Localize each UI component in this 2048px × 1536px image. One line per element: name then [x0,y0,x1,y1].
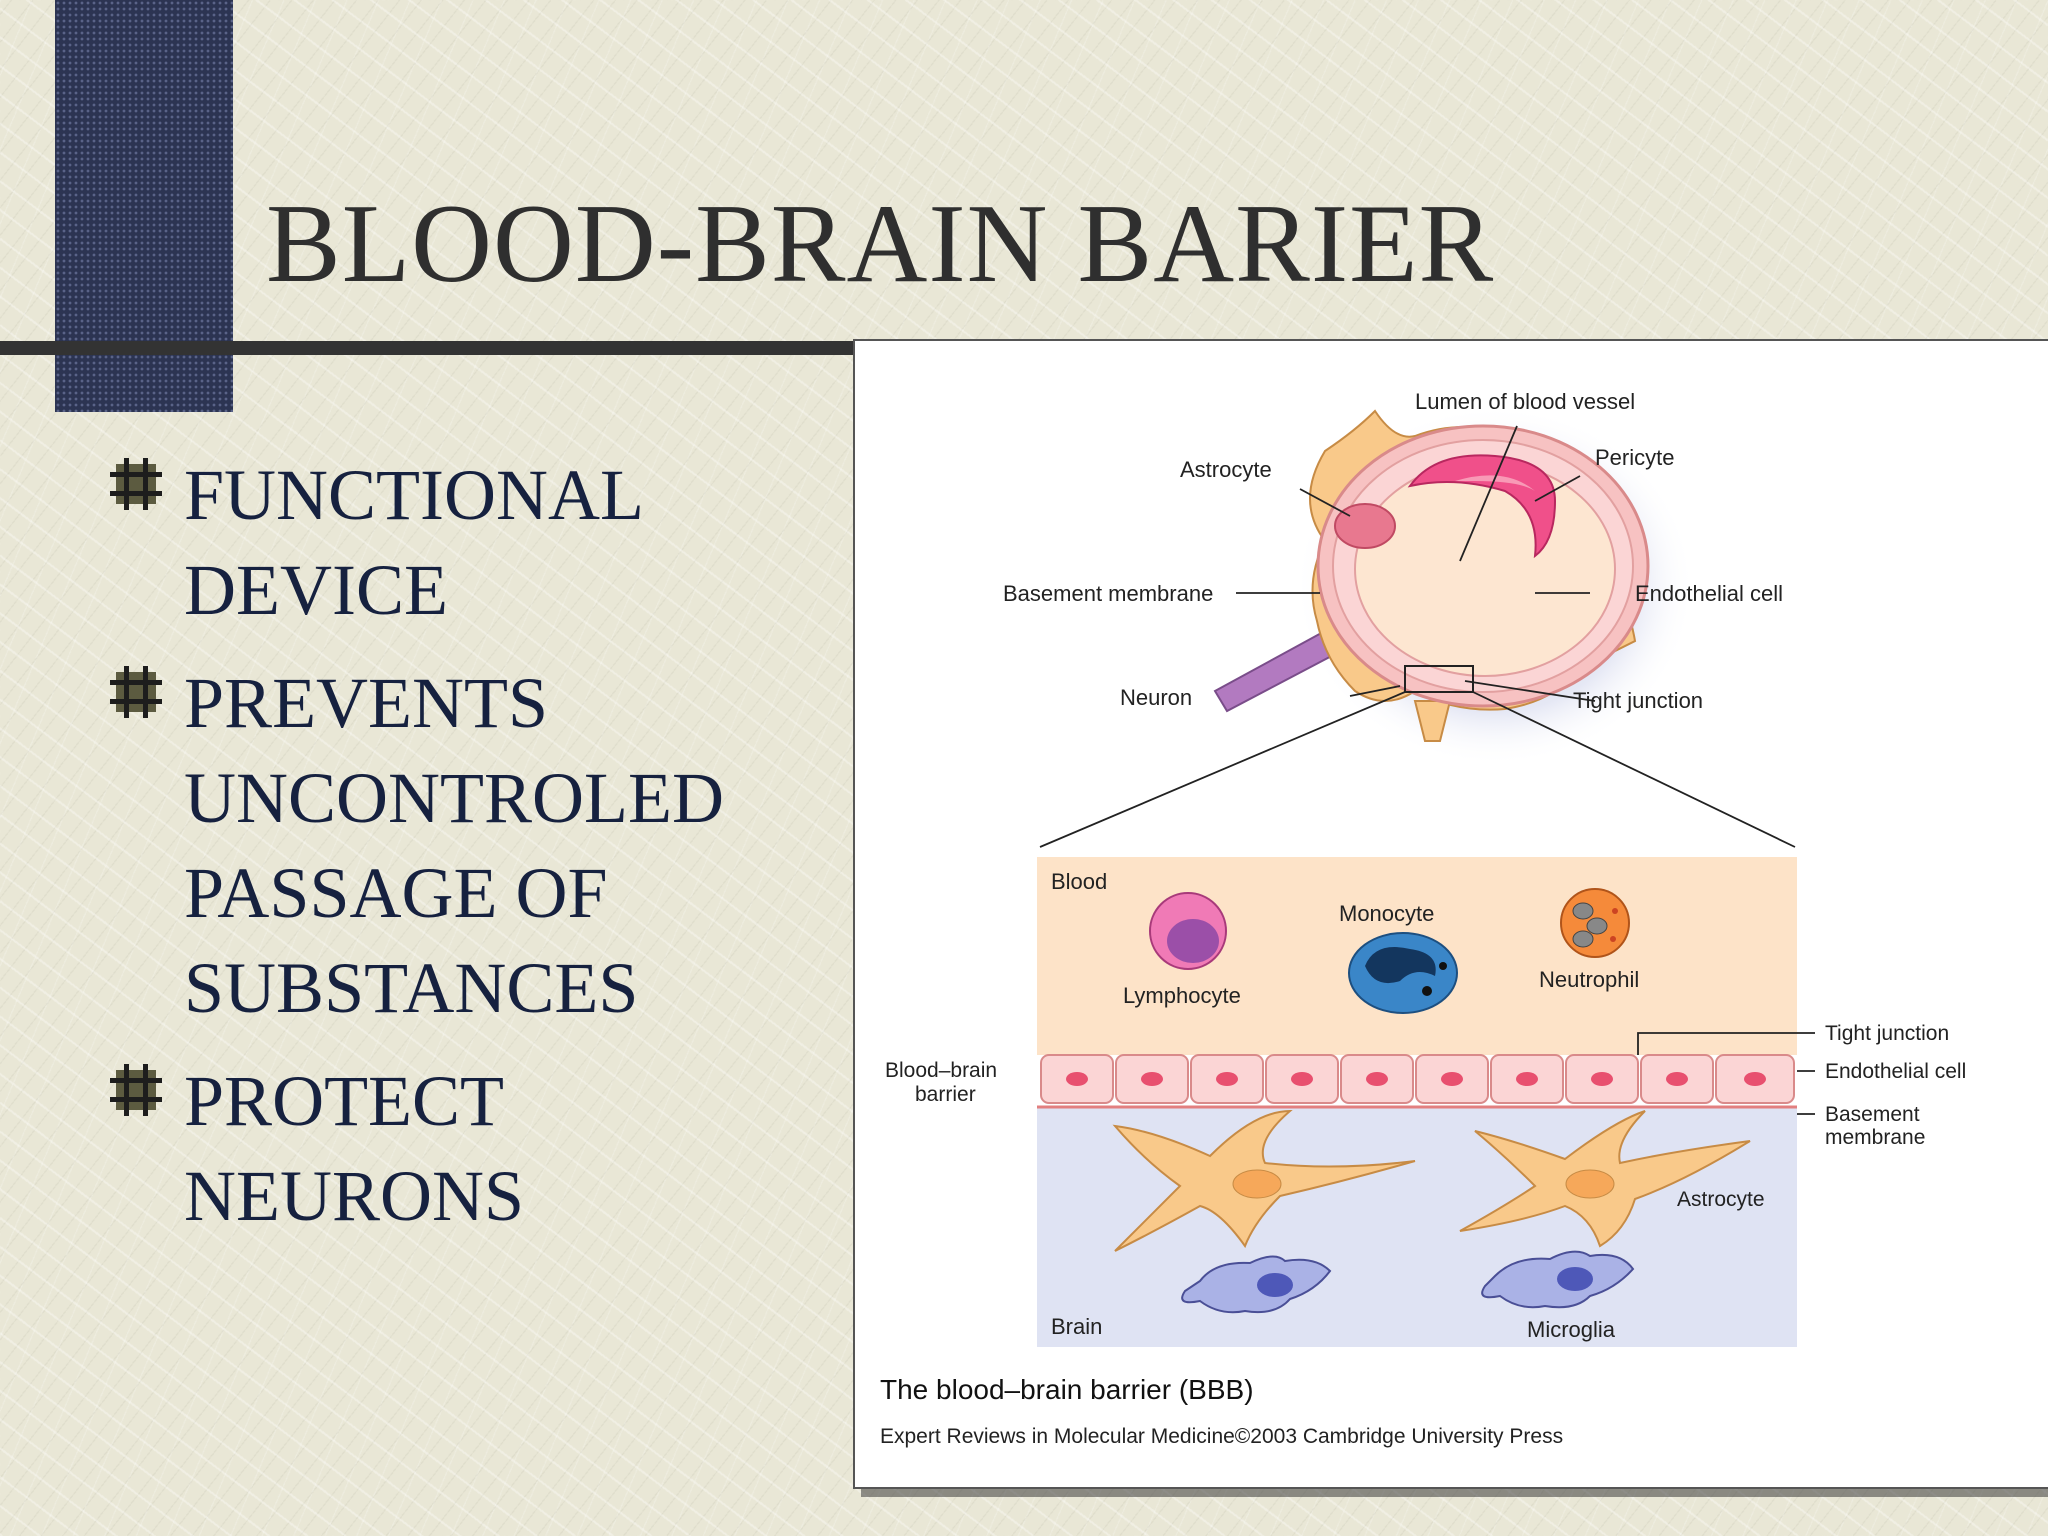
bbb-diagram: Lumen of blood vessel Astrocyte Pericyte… [880,389,1966,1448]
label-neutrophil: Neutrophil [1539,967,1639,992]
figure-credit: Expert Reviews in Molecular Medicine©200… [880,1425,1563,1448]
pericyte-inner [1455,475,1535,491]
label-blood: Blood [1051,869,1107,894]
top-leader-lines [1039,425,1796,848]
tight-junction-box [1404,665,1474,693]
endothelial-cell-nucleus [1216,1072,1238,1086]
label-bbb-line1: Blood–brain [885,1059,997,1082]
figure-caption: The blood–brain barrier (BBB) [880,1374,1254,1405]
neutrophil-lobe [1572,930,1594,948]
bullet-item: PREVENTS UNCONTROLED PASSAGE OF SUBSTANC… [110,656,830,1036]
bullet-text: PREVENTS UNCONTROLED PASSAGE OF SUBSTANC… [184,663,724,1028]
label-pericyte: Pericyte [1595,445,1674,470]
endothelial-cell-nucleus [1066,1072,1088,1086]
bullet-item: FUNCTIONAL DEVICE [110,448,830,638]
hash-bullet-icon [110,1064,162,1116]
label-basement-membrane-top: Basement membrane [1003,581,1213,606]
endothelial-cell-nucleus [1516,1072,1538,1086]
label-lumen: Lumen of blood vessel [1415,389,1635,414]
label-endothelial-cell-bottom: Endothelial cell [1825,1060,1966,1083]
endothelial-cell-row [1040,1054,1795,1104]
label-basement-line1: Basement [1825,1103,1920,1126]
label-basement-line2: membrane [1825,1126,1925,1149]
astrocyte-nucleus [1232,1169,1282,1199]
endothelial-cell-nucleus [1291,1072,1313,1086]
endothelial-cell-nucleus [1744,1072,1766,1086]
microglia-nucleus [1257,1273,1293,1297]
label-bbb-line2: barrier [915,1083,976,1106]
label-tight-junction-top: Tight junction [1573,688,1703,713]
slide-title: BLOOD-BRAIN BARIER [266,182,1495,306]
vessel-lumen [1354,461,1616,677]
endothelial-cell-nucleus [1366,1072,1388,1086]
hash-bullet-icon [110,666,162,718]
bottom-leader-lines [1637,1032,1815,1115]
monocyte-nucleus [1365,947,1436,984]
bullet-text: PROTECT NEURONS [184,1061,525,1236]
pericyte-shape [1407,454,1557,559]
label-monocyte: Monocyte [1339,901,1434,926]
endothelial-cell-nucleus [1141,1072,1163,1086]
endothelial-nucleus [1334,503,1396,549]
bullet-list: FUNCTIONAL DEVICE PREVENTS UNCONTROLED P… [110,448,830,1262]
astrocyte-nucleus [1565,1169,1615,1199]
label-endothelial-cell-top: Endothelial cell [1635,581,1783,606]
title-underline-rule [0,341,890,355]
label-astrocyte-bottom: Astrocyte [1677,1188,1765,1211]
bullet-text: FUNCTIONAL DEVICE [184,455,644,630]
neutrophil-lobe [1586,917,1608,935]
lymphocyte-nucleus [1167,919,1219,963]
label-neuron: Neuron [1120,685,1192,710]
microglia-shape [1181,1255,1332,1314]
microglia-nucleus [1557,1267,1593,1291]
endothelial-cell-nucleus [1591,1072,1613,1086]
hash-bullet-icon [110,458,162,510]
label-lymphocyte: Lymphocyte [1123,983,1241,1008]
bbb-figure: Lumen of blood vessel Astrocyte Pericyte… [853,339,2048,1489]
neutrophil-granule [1612,908,1618,914]
endothelial-cell-nucleus [1441,1072,1463,1086]
monocyte-granule [1422,986,1432,996]
label-astrocyte-top: Astrocyte [1180,457,1272,482]
label-tight-junction-bottom: Tight junction [1825,1022,1949,1045]
monocyte-granule [1439,962,1447,970]
neutrophil-granule [1610,936,1616,942]
endothelial-cell-nucleus [1666,1072,1688,1086]
bullet-item: PROTECT NEURONS [110,1054,830,1244]
label-microglia: Microglia [1527,1317,1616,1342]
label-brain: Brain [1051,1314,1102,1339]
neutrophil-lobe [1572,902,1594,920]
